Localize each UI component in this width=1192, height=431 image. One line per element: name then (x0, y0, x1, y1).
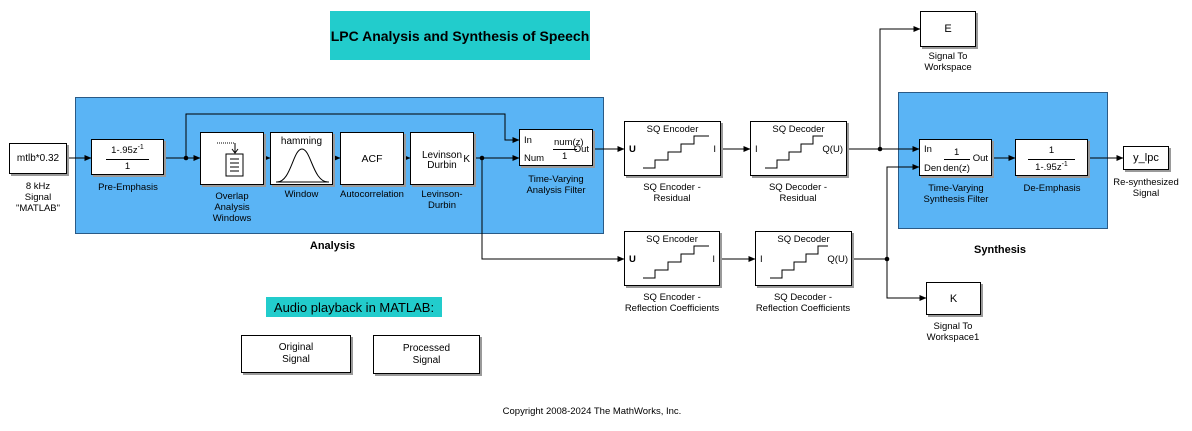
synthesis-label: Synthesis (974, 244, 1026, 256)
junction-dot (877, 146, 883, 152)
quantizer-staircase-icon (643, 135, 709, 169)
sq-decoder-reflection-label: SQ Decoder - Reflection Coefficients (755, 292, 851, 314)
deemphasis-block[interactable]: 1 1-.95z-1 (1015, 139, 1088, 176)
levinson-durbin-label: Levinson- Durbin (421, 189, 463, 211)
port-k-label: K (463, 154, 470, 165)
window-block[interactable]: hamming (270, 132, 333, 185)
wire-levinson-sqenc-ref (481, 158, 625, 262)
junction-dot (884, 256, 890, 262)
tv-analysis-filter-block[interactable]: In Num Out num(z) 1 (519, 129, 593, 166)
sq-encoder-residual-label: SQ Encoder - Residual (643, 182, 701, 204)
sq-encoder-reflection-block[interactable]: SQ Encoder U I (624, 231, 720, 286)
output-block[interactable]: y_lpc (1123, 146, 1169, 170)
audio-playback-annotation: Audio playback in MATLAB: (266, 297, 442, 317)
sq-decoder-residual-label: SQ Decoder - Residual (768, 182, 828, 204)
source-label: 8 kHz Signal "MATLAB" (15, 181, 61, 214)
junction-dot (183, 155, 189, 161)
to-workspace-e-label: Signal To Workspace (924, 51, 972, 73)
copyright-text: Copyright 2008-2024 The MathWorks, Inc. (502, 406, 682, 417)
to-workspace-k-block[interactable]: K (926, 282, 981, 315)
overlap-windows-block[interactable] (200, 132, 264, 185)
quantizer-staircase-icon (765, 135, 823, 169)
hamming-curve-icon (276, 148, 329, 183)
wire-branch-ws-k (886, 259, 927, 301)
junction-dot (479, 155, 485, 161)
output-label: Re-synthesized Signal (1113, 177, 1179, 199)
levinson-durbin-block[interactable]: Levinson Durbin K (410, 132, 474, 185)
wire-branch-tvaf-in (185, 113, 520, 158)
quantizer-staircase-icon (770, 245, 828, 279)
overlap-windows-label: Overlap Analysis Windows (212, 191, 252, 224)
analysis-label: Analysis (309, 240, 356, 252)
acf-block[interactable]: ACF (340, 132, 404, 185)
tv-synthesis-filter-label: Time-Varying Synthesis Filter (923, 183, 989, 205)
to-workspace-k-label: Signal To Workspace1 (926, 321, 980, 343)
tv-analysis-filter-label: Time-Varying Analysis Filter (526, 174, 586, 196)
sq-encoder-reflection-label: SQ Encoder - Reflection Coefficients (624, 292, 720, 314)
preemphasis-label: Pre-Emphasis (98, 182, 158, 193)
wire-branch-ws-e (879, 26, 921, 149)
tv-synthesis-filter-block[interactable]: In Den Out 1 den(z) (919, 139, 992, 176)
preemphasis-block[interactable]: 1-.95z-1 1 (91, 139, 164, 175)
sq-decoder-reflection-block[interactable]: SQ Decoder I Q(U) (755, 231, 852, 286)
source-block[interactable]: mtlb*0.32 (9, 143, 67, 174)
sq-decoder-residual-block[interactable]: SQ Decoder I Q(U) (750, 121, 847, 176)
buffer-icon (217, 142, 244, 177)
acf-label: Autocorrelation (340, 189, 404, 200)
wire-sqdec-tvsf-den (852, 164, 920, 260)
model-title: LPC Analysis and Synthesis of Speech (330, 11, 590, 60)
to-workspace-e-block[interactable]: E (920, 11, 976, 47)
quantizer-staircase-icon (643, 245, 709, 279)
window-label: Window (284, 189, 319, 200)
deemphasis-label: De-Emphasis (1023, 183, 1081, 194)
sq-encoder-residual-block[interactable]: SQ Encoder U I (624, 121, 721, 176)
